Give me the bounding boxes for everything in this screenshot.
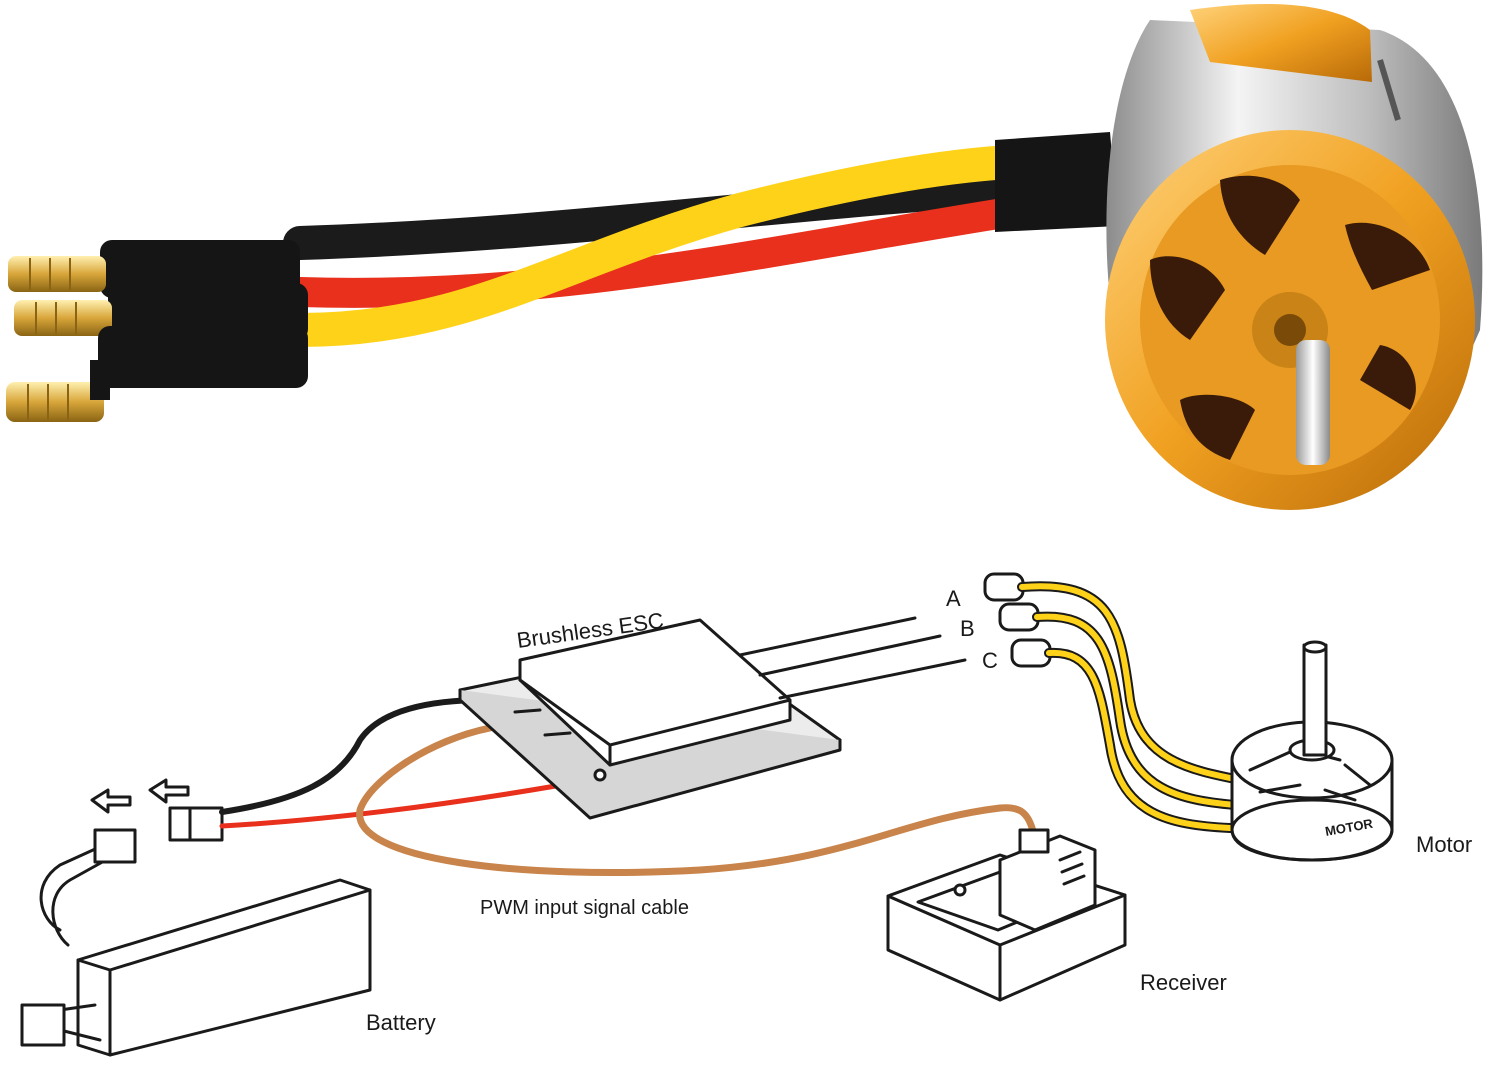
pwm-signal-cable [356, 724, 1039, 876]
bullet-connector-bottom [6, 326, 308, 422]
receiver-label: Receiver [1140, 970, 1227, 995]
phase-a-label: A [946, 586, 961, 611]
esc-icon [458, 618, 842, 820]
battery-label: Battery [366, 1010, 436, 1035]
receiver-icon [886, 828, 1127, 1002]
motor-phase-wires [1017, 581, 1245, 833]
phase-b-label: B [960, 616, 975, 641]
heat-shrink-sleeve [995, 132, 1118, 232]
motor-body [1105, 4, 1483, 510]
battery-icon [20, 828, 372, 1057]
yellow-wire [283, 145, 1027, 347]
motor-sketch-shaft [1302, 643, 1328, 757]
pwm-cable-label: PWM input signal cable [480, 897, 689, 919]
motor-sketch-icon [1230, 640, 1394, 862]
red-wire [285, 197, 1025, 308]
connector-arrows-icon [90, 778, 190, 814]
phase-c-label: C [982, 648, 998, 673]
esc-output-pins [738, 616, 967, 700]
brushless-motor-photo [6, 4, 1483, 510]
motor-shaft [1296, 340, 1330, 465]
motor-label: Motor [1416, 832, 1472, 857]
wiring-diagram: Battery Brushless ESC [20, 572, 1472, 1057]
esc-power-plug [168, 806, 224, 842]
motor-lead-wires [283, 145, 1027, 347]
esc-black-power-wire [219, 697, 488, 815]
esc-red-power-wire [219, 777, 593, 829]
